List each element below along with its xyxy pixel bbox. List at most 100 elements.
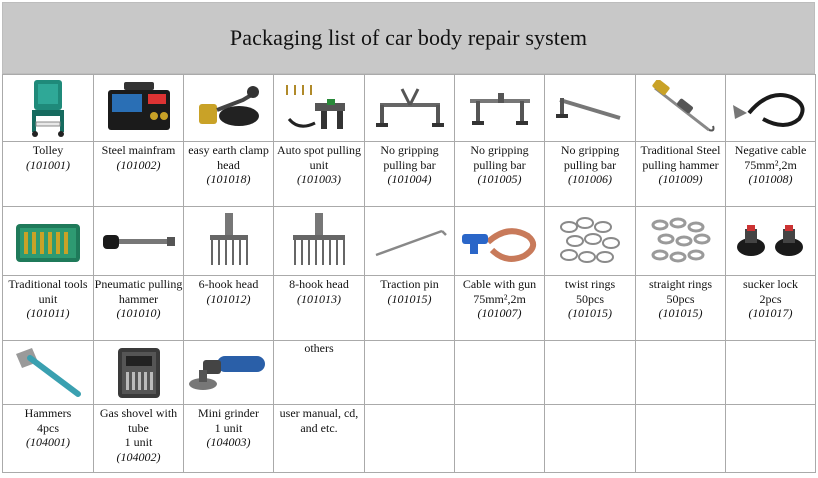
empty-cell <box>454 340 545 405</box>
empty-cell <box>544 340 636 405</box>
item-image <box>273 206 365 276</box>
item-code: (101010) <box>116 306 161 320</box>
item-image <box>635 74 726 142</box>
item-image <box>273 74 365 142</box>
empty-cell <box>635 340 726 405</box>
empty-cell <box>364 404 455 473</box>
empty-cell <box>544 404 636 473</box>
eight-hook-head-icon <box>293 213 345 265</box>
trolley-icon <box>32 80 64 137</box>
text-row-2: Traditional tools unit(101011) Pneumatic… <box>2 275 816 341</box>
item-name: 6-hook head <box>198 277 259 291</box>
item-code: (101013) <box>297 291 341 306</box>
item-cell: 8-hook head(101013) <box>273 275 365 341</box>
empty-cell <box>454 404 545 473</box>
item-name: 8-hook head <box>289 277 349 291</box>
item-cell: Traditional tools unit(101011) <box>2 275 94 341</box>
item-code: (101011) <box>26 306 70 320</box>
item-name: Negative cable 75mm²,2m <box>734 143 807 172</box>
text-row-1: Tolley(101001) Steel mainfram(101002) ea… <box>2 141 816 207</box>
item-quantity: 50pcs <box>666 291 695 306</box>
item-image <box>2 340 94 405</box>
item-image <box>635 206 726 276</box>
mainframe-machine-icon <box>107 82 170 130</box>
straight-rings-icon <box>651 217 710 263</box>
six-hook-head-icon <box>209 213 248 265</box>
item-image <box>454 206 545 276</box>
item-quantity: 1 unit <box>124 435 153 449</box>
item-cell: easy earth clamp head(101018) <box>183 141 274 207</box>
item-image <box>544 206 636 276</box>
empty-cell <box>725 340 816 405</box>
mini-grinder-icon <box>188 355 265 390</box>
item-image <box>93 74 184 142</box>
item-cell: user manual, cd, and etc. <box>273 404 365 473</box>
item-image <box>364 74 455 142</box>
empty-cell <box>635 404 726 473</box>
item-quantity: 1 unit <box>214 420 243 435</box>
item-code: (101012) <box>206 291 251 306</box>
item-name: Tolley <box>32 143 64 157</box>
others-label: others <box>304 341 334 355</box>
item-code: (101017) <box>748 306 793 320</box>
item-image <box>93 340 184 405</box>
item-cell: Traditional Steel pulling hammer(101009) <box>635 141 726 207</box>
item-name: Gas shovel with tube <box>99 406 178 435</box>
item-code: (101007) <box>477 306 522 320</box>
item-cell: No gripping pulling bar(101005) <box>454 141 545 207</box>
hammer-icon <box>16 347 81 397</box>
item-code: (104001) <box>26 435 70 449</box>
item-name: Traditional Steel pulling hammer <box>640 143 721 172</box>
item-image <box>725 74 816 142</box>
item-image <box>544 74 636 142</box>
pulling-bar-icon <box>375 88 444 127</box>
item-code: (101006) <box>568 172 612 186</box>
item-code: (101009) <box>658 172 703 186</box>
item-code: (101008) <box>748 172 793 186</box>
item-cell: Traction pin(101015) <box>364 275 455 341</box>
page-title: Packaging list of car body repair system <box>229 25 588 50</box>
item-image <box>364 206 455 276</box>
item-name: No gripping pulling bar <box>560 143 620 172</box>
empty-cell <box>725 404 816 473</box>
item-name: sucker lock <box>743 277 798 291</box>
item-image <box>2 74 94 142</box>
item-name: No gripping pulling bar <box>380 143 439 172</box>
earth-clamp-icon <box>198 86 259 126</box>
pneumatic-hammer-icon <box>102 235 175 249</box>
title-bar: Packaging list of car body repair system <box>2 2 815 74</box>
item-name: straight rings <box>649 277 712 291</box>
item-cell: Steel mainfram(101002) <box>93 141 184 207</box>
image-row-1 <box>2 74 816 142</box>
item-code: (101005) <box>477 172 522 186</box>
item-name: Traditional tools unit <box>8 277 88 306</box>
item-name: Mini grinder <box>198 406 259 420</box>
item-code: (101001) <box>26 157 70 172</box>
item-name: Traction pin <box>380 277 439 291</box>
item-code: (101003) <box>297 172 341 186</box>
sucker-lock-icon <box>736 225 803 256</box>
item-cell: No gripping pulling bar(101006) <box>544 141 636 207</box>
item-code: (101015) <box>387 291 432 306</box>
item-cell: Negative cable 75mm²,2m(101008) <box>725 141 816 207</box>
item-cell: No gripping pulling bar(101004) <box>364 141 455 207</box>
item-cell: Auto spot pulling unit(101003) <box>273 141 365 207</box>
item-image <box>93 206 184 276</box>
item-cell: Pneumatic pulling hammer(101010) <box>93 275 184 341</box>
item-name: Pneumatic pulling hammer <box>94 277 183 306</box>
pulling-bar-icon <box>469 93 530 125</box>
item-quantity: 50pcs <box>576 291 604 306</box>
spot-pulling-unit-icon <box>286 85 345 129</box>
twist-rings-icon <box>560 217 620 263</box>
item-name: No gripping pulling bar <box>470 143 529 172</box>
cable-gun-icon <box>461 228 536 262</box>
item-cell: Tolley(101001) <box>2 141 94 207</box>
item-image <box>183 74 274 142</box>
empty-cell <box>364 340 455 405</box>
negative-cable-icon <box>732 93 805 127</box>
item-name: easy earth clamp head <box>188 143 269 172</box>
item-image <box>2 206 94 276</box>
item-name: Auto spot pulling unit <box>276 143 361 172</box>
